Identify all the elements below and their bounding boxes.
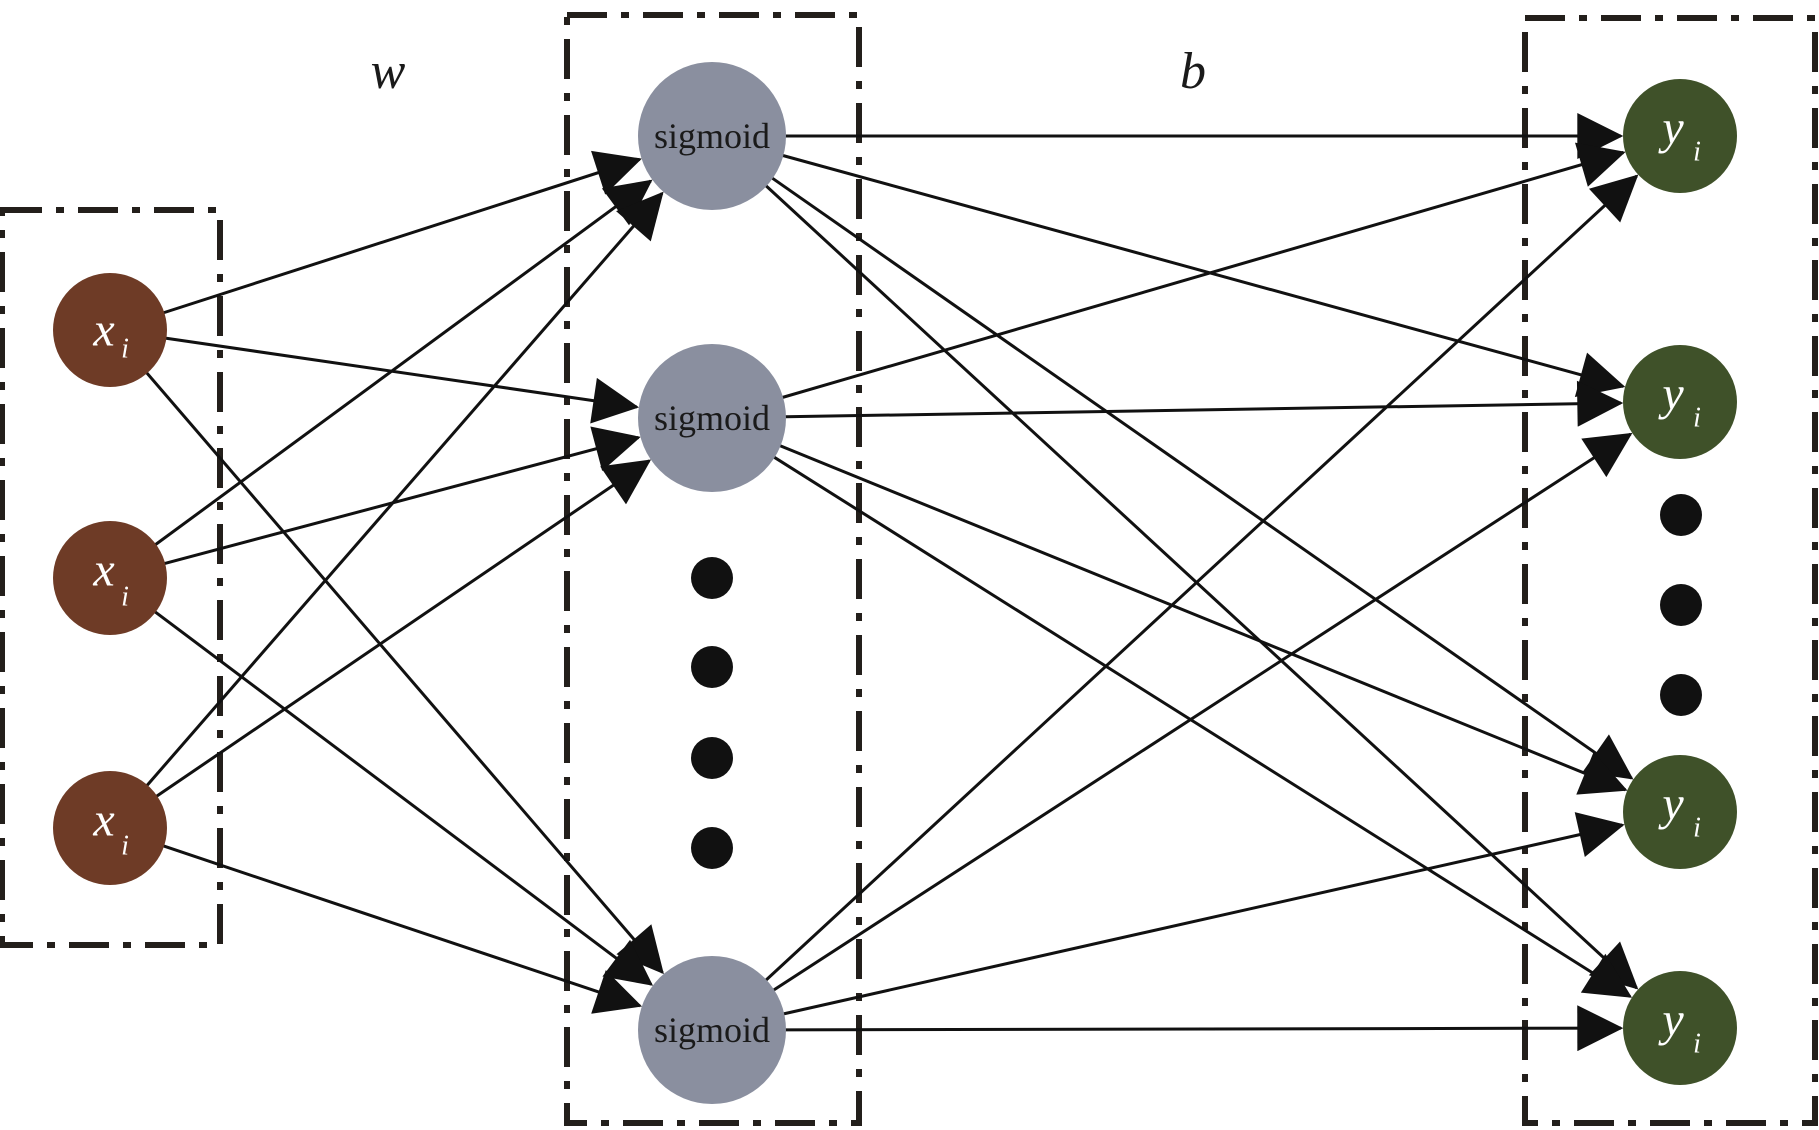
weight-edge (140, 366, 664, 975)
input-node: x i (53, 771, 167, 885)
output-node-label: y (1657, 994, 1684, 1047)
weight-label: w (371, 43, 406, 100)
output-edge (777, 1005, 1624, 1052)
output-edge (766, 432, 1633, 996)
hidden-node-label: sigmoid (654, 398, 770, 438)
output-node-subscript: i (1693, 137, 1701, 168)
hidden-layer-frame (564, 12, 862, 1126)
bias-label: b (1180, 43, 1206, 100)
output-edge (777, 380, 1624, 427)
output-node: y i (1623, 345, 1737, 459)
output-node-subscript: i (1693, 1029, 1701, 1060)
input-node-label: x (92, 794, 114, 847)
output-node: y i (1623, 79, 1737, 193)
hidden-node: sigmoid (638, 62, 786, 210)
input-node-label: x (92, 304, 114, 357)
output-edge (765, 172, 1634, 780)
weight-edge (156, 150, 642, 317)
weight-edge (141, 191, 664, 792)
output-node-label: y (1657, 778, 1684, 831)
output-node-label: y (1657, 102, 1684, 155)
input-layer-frame (0, 207, 223, 948)
weight-edge (148, 179, 653, 551)
input-node: x i (53, 521, 167, 635)
input-node: x i (53, 273, 167, 387)
output-node-subscript: i (1693, 403, 1701, 434)
output-edge (774, 142, 1626, 401)
hidden-node: sigmoid (638, 344, 786, 492)
input-node-subscript: i (121, 334, 129, 365)
weight-edge (149, 459, 652, 802)
input-node-label: x (92, 544, 114, 597)
weight-edge (158, 335, 640, 424)
weight-edge (156, 842, 643, 1014)
output-edge (759, 179, 1639, 990)
hidden-node-label: sigmoid (654, 116, 770, 156)
output-edge (759, 174, 1639, 987)
hidden-ellipsis (691, 557, 733, 869)
connection-edges (140, 113, 1639, 1052)
input-node-subscript: i (121, 831, 129, 862)
input-node-subscript: i (121, 582, 129, 613)
ellipsis-dot (691, 737, 733, 779)
output-edge (775, 152, 1626, 397)
output-edge (767, 451, 1633, 998)
output-node-subscript: i (1693, 813, 1701, 844)
ellipsis-dot (1660, 674, 1702, 716)
output-edge (772, 441, 1628, 795)
ellipsis-dot (691, 557, 733, 599)
output-layer-frame (1522, 15, 1818, 1126)
output-node: y i (1623, 971, 1737, 1085)
ellipsis-dot (1660, 584, 1702, 626)
ellipsis-dot (691, 646, 733, 688)
weight-edge (148, 606, 654, 986)
output-node-label: y (1657, 368, 1684, 421)
output-edge (776, 812, 1625, 1017)
ellipsis-dot (691, 827, 733, 869)
hidden-node-label: sigmoid (654, 1010, 770, 1050)
output-ellipsis (1660, 494, 1702, 716)
ellipsis-dot (1660, 494, 1702, 536)
hidden-node: sigmoid (638, 956, 786, 1104)
weight-edge (157, 426, 641, 567)
output-node: y i (1623, 755, 1737, 869)
